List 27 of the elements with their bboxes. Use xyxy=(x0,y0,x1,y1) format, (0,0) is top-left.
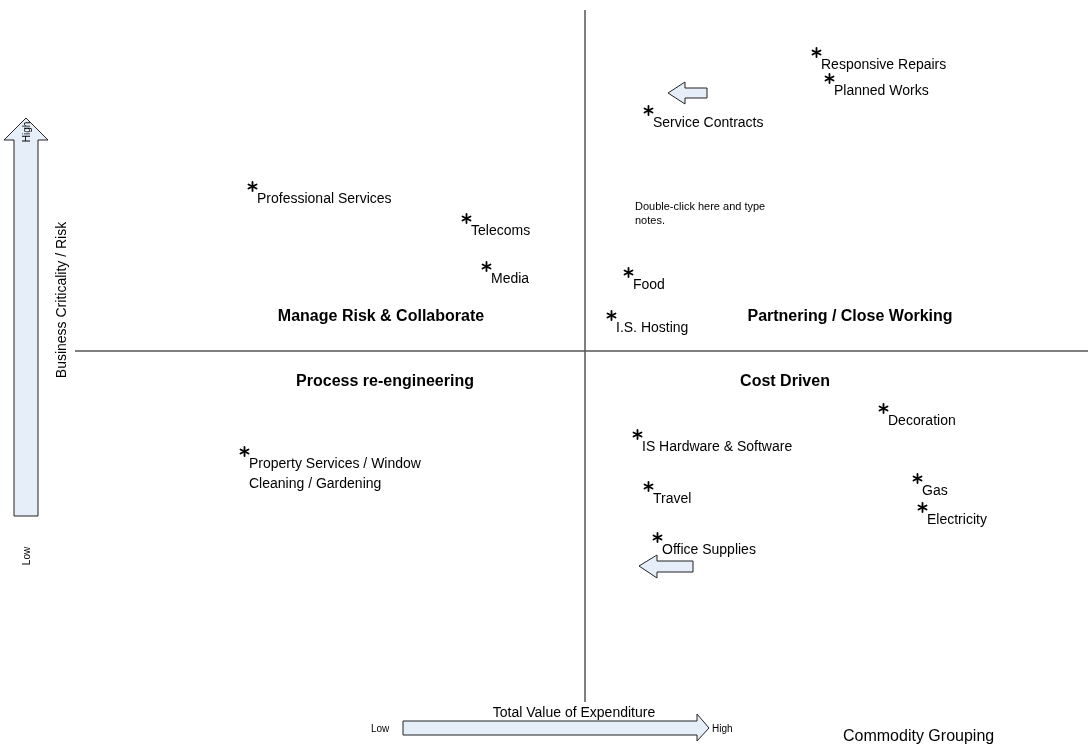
axis-label: Low xyxy=(19,546,33,566)
point-label: Electricity xyxy=(927,510,987,529)
axis-label: Total Value of Expenditure xyxy=(492,702,656,722)
note-text: Double-click here and type notes. xyxy=(635,199,767,227)
point-label: Travel xyxy=(653,489,692,508)
axis-label: High xyxy=(19,121,33,143)
chart-subtitle: Commodity Grouping xyxy=(843,726,995,744)
axis-label: Low xyxy=(371,721,390,736)
quadrant-heading: Process re-engineering xyxy=(296,371,474,391)
point-label: Professional Services xyxy=(257,189,392,208)
quadrant-heading: Cost Driven xyxy=(740,371,830,391)
point-label: IS Hardware & Software xyxy=(642,437,793,456)
point-label: Service Contracts xyxy=(653,113,764,132)
point-label: Media xyxy=(491,269,530,288)
point-label: Planned Works xyxy=(834,81,929,100)
point-label: Decoration xyxy=(888,411,956,430)
point-label: I.S. Hosting xyxy=(616,318,689,337)
axis-label: High xyxy=(712,721,733,736)
point-label: Telecoms xyxy=(471,221,531,240)
quadrant-heading: Manage Risk & Collaborate xyxy=(277,306,485,326)
point-label: Office Supplies xyxy=(662,540,756,559)
quadrant-heading: Partnering / Close Working xyxy=(747,306,953,326)
axis-label: Business Criticality / Risk xyxy=(51,221,70,379)
point-label: Food xyxy=(633,275,665,294)
point-label: Gas xyxy=(922,481,948,500)
point-label: Responsive Repairs xyxy=(821,55,947,74)
point-label: Property Services / Window Cleaning / Gardening xyxy=(249,454,422,493)
